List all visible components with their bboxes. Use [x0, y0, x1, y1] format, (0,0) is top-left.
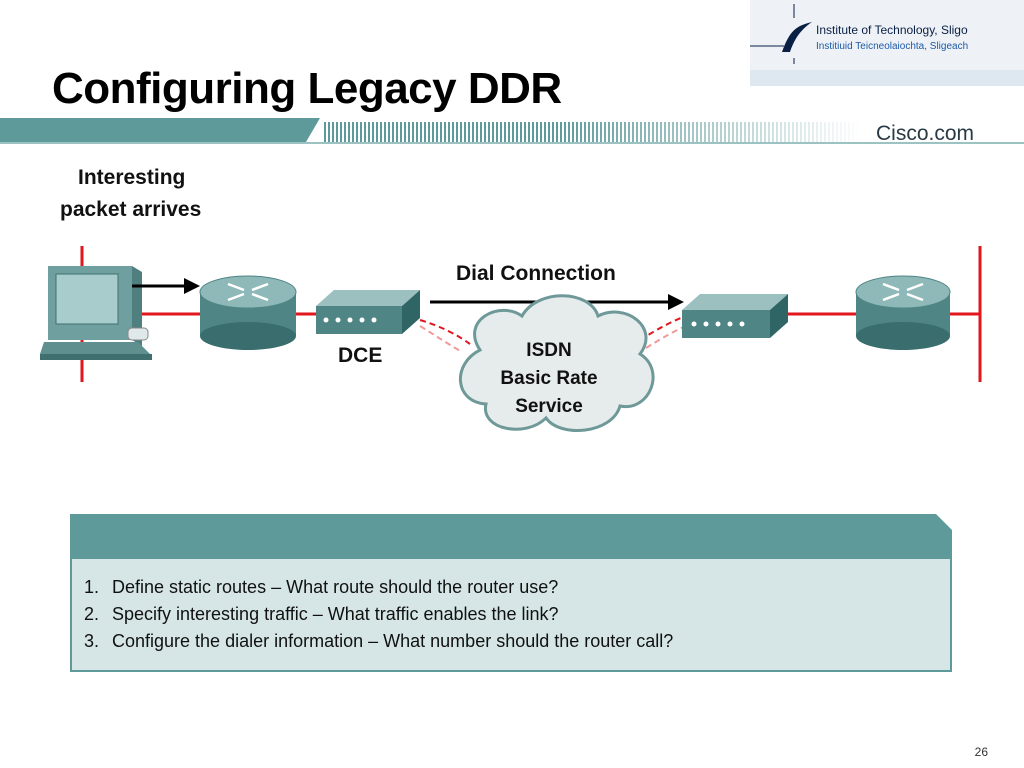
cloud-label-line2: Basic Rate	[500, 368, 598, 389]
interesting-label-line1: Interesting	[78, 166, 186, 189]
header-band	[0, 118, 1024, 144]
ddr-network-diagram	[40, 246, 982, 432]
workstation-icon	[40, 266, 152, 360]
step-number: 1.	[84, 577, 100, 597]
step-text: Specify interesting traffic – What traff…	[112, 604, 559, 624]
interesting-label-line2: packet arrives	[60, 198, 202, 221]
step-text: Configure the dialer information – What …	[112, 631, 674, 651]
left-dce-icon	[316, 290, 420, 334]
step-number: 2.	[84, 604, 100, 624]
cloud-label-line3: Service	[515, 396, 583, 417]
step-item-1: 1. Define static routes – What route shou…	[84, 577, 558, 598]
page-number: 26	[974, 745, 988, 759]
left-router-icon	[199, 275, 297, 350]
logo-line-english: Institute of Technology, Sligo	[816, 23, 968, 37]
institute-logo	[750, 0, 1024, 86]
step-text: Define static routes – What route should…	[112, 577, 559, 597]
logo-line-irish: Institiuid Teicneolaiochta, Sligeach	[816, 41, 969, 52]
right-router-icon	[855, 275, 951, 350]
logo-swoosh-icon	[750, 4, 1024, 86]
step-number: 3.	[84, 631, 100, 651]
dial-connection-label: Dial Connection	[456, 262, 616, 285]
cloud-label-line1: ISDN	[526, 340, 572, 361]
steps-panel	[70, 514, 952, 672]
dce-label: DCE	[338, 344, 383, 367]
step-item-2: 2. Specify interesting traffic – What tra…	[84, 604, 559, 625]
isdn-cloud-icon	[458, 294, 655, 432]
right-dce-icon	[682, 294, 788, 338]
step-item-3: 3. Configure the dialer information – Wha…	[84, 631, 673, 652]
cisco-brand: Cisco.com	[876, 122, 975, 145]
slide-title: Configuring Legacy DDR	[52, 64, 562, 113]
